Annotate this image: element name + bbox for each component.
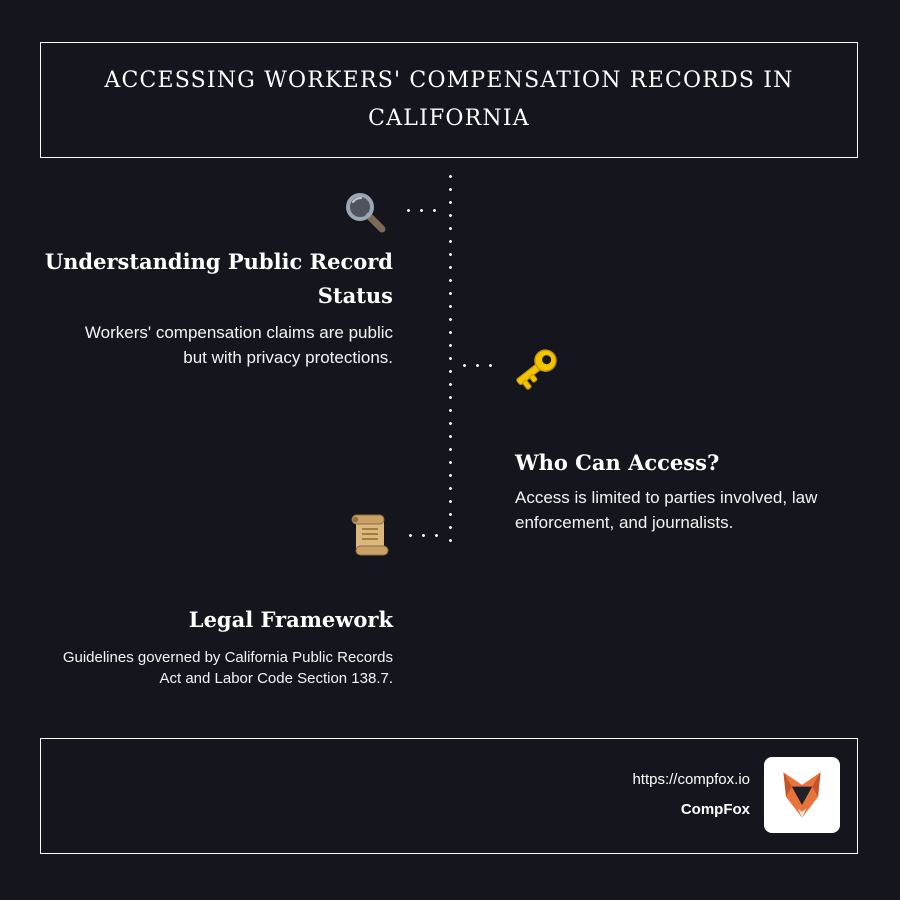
section-2-body: Access is limited to parties involved, l… [515,488,818,532]
website-url[interactable]: https://compfox.io [632,771,750,788]
section-2-heading: Who Can Access? [515,450,720,475]
section-1-body: Workers' compensation claims are public … [84,323,393,367]
connector-dots-2 [458,364,500,367]
footer-box [40,738,858,854]
compfox-logo [764,757,840,833]
section-3-body: Guidelines governed by California Public… [62,649,393,687]
header-box: ACCESSING WORKERS' COMPENSATION RECORDS … [40,42,858,158]
page-title: ACCESSING WORKERS' COMPENSATION RECORDS … [104,67,794,132]
section-1-heading: Understanding Public Record Status [44,249,393,308]
connector-dots-3 [404,534,448,537]
magnifier-icon [341,190,389,238]
brand-name: CompFox [680,801,750,818]
fox-icon [783,772,821,818]
key-icon [508,340,564,396]
section-3-heading: Legal Framework [188,607,393,632]
connector-dots-1 [402,209,444,212]
scroll-icon [344,509,396,561]
timeline-dotted-line [449,170,452,546]
